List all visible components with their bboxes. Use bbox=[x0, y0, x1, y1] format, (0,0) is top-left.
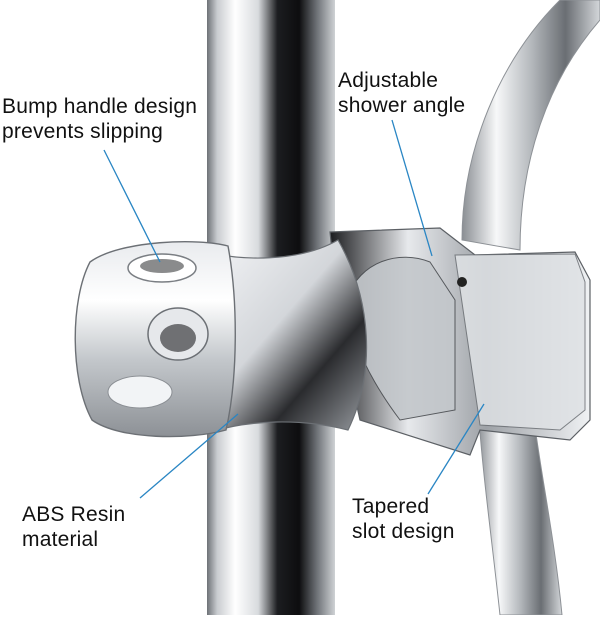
slider-body bbox=[199, 239, 368, 433]
callout-abs-resin-line2: material bbox=[22, 528, 99, 551]
callout-abs-resin: ABS Resin material bbox=[22, 502, 125, 552]
callout-tapered-slot-line2: slot design bbox=[352, 520, 455, 543]
clamp-pivot-dot bbox=[457, 277, 467, 287]
grip-bump-bottom bbox=[107, 375, 173, 409]
callout-adjustable-angle-line1: Adjustable bbox=[338, 69, 439, 92]
leader-line-bump bbox=[103, 149, 161, 263]
callout-tapered-slot-line1: Tapered bbox=[352, 495, 430, 518]
callout-bump-handle-line1: Bump handle design bbox=[2, 95, 198, 118]
callout-bump-handle-line2: prevents slipping bbox=[2, 120, 163, 143]
leader-lines bbox=[103, 119, 485, 499]
leader-line-slot bbox=[427, 403, 485, 495]
callout-tapered-slot: Tapered slot design bbox=[352, 494, 455, 544]
callout-bump-handle: Bump handle design prevents slipping bbox=[2, 94, 197, 144]
callout-adjustable-angle-line2: shower angle bbox=[338, 94, 466, 117]
leader-line-abs bbox=[139, 413, 239, 499]
clamp-ring bbox=[454, 253, 586, 431]
leader-line-angle bbox=[391, 119, 433, 257]
callout-abs-resin-line1: ABS Resin bbox=[22, 503, 126, 526]
shower-hose-upper bbox=[461, 0, 600, 251]
callout-adjustable-angle: Adjustable shower angle bbox=[338, 68, 465, 118]
